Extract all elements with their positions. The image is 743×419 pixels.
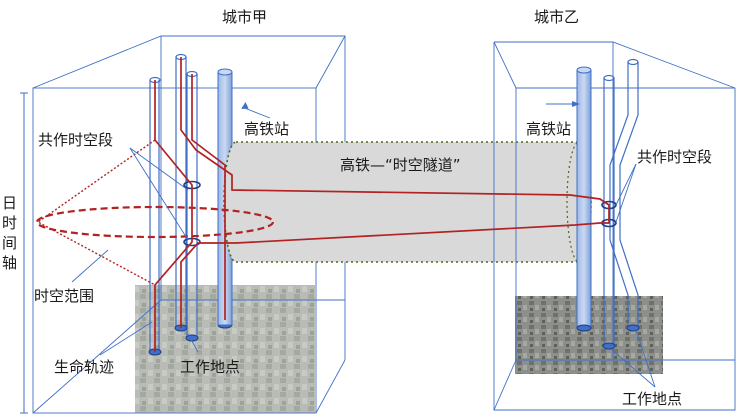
city-a-columns <box>149 53 198 352</box>
city-b-columns <box>603 58 639 346</box>
arrow-heads <box>241 101 580 109</box>
trajectory-lines <box>154 57 610 352</box>
tunnel-label: 高铁—“时空隧道” <box>340 156 461 174</box>
work-location-b-label: 工作地点 <box>622 390 682 408</box>
time-axis-char: 日 <box>2 194 17 212</box>
time-axis-bracket <box>20 92 28 414</box>
work-location-a-label: 工作地点 <box>180 358 240 376</box>
spacetime-range-label: 时空范围 <box>34 287 94 305</box>
city-a-title: 城市甲 <box>222 8 267 26</box>
time-axis-char: 间 <box>2 234 17 252</box>
life-trajectory-label: 生命轨迹 <box>54 358 114 376</box>
time-axis-char: 轴 <box>2 254 17 272</box>
shared-segment-b-label: 共作时空段 <box>637 148 712 166</box>
station-b-label: 高铁站 <box>526 120 571 138</box>
spacetime-range-cone <box>35 139 275 286</box>
city-b-title: 城市乙 <box>534 8 579 26</box>
station-a-label: 高铁站 <box>244 120 289 138</box>
time-axis-label: 日 时 间 轴 <box>2 194 17 272</box>
city-b-group <box>493 41 736 411</box>
time-axis-char: 时 <box>2 214 17 232</box>
city-b-base-markers <box>576 324 640 350</box>
shared-segment-a-label: 共作时空段 <box>38 131 113 149</box>
pointer-lines <box>71 106 656 388</box>
city-b-box <box>493 41 736 411</box>
